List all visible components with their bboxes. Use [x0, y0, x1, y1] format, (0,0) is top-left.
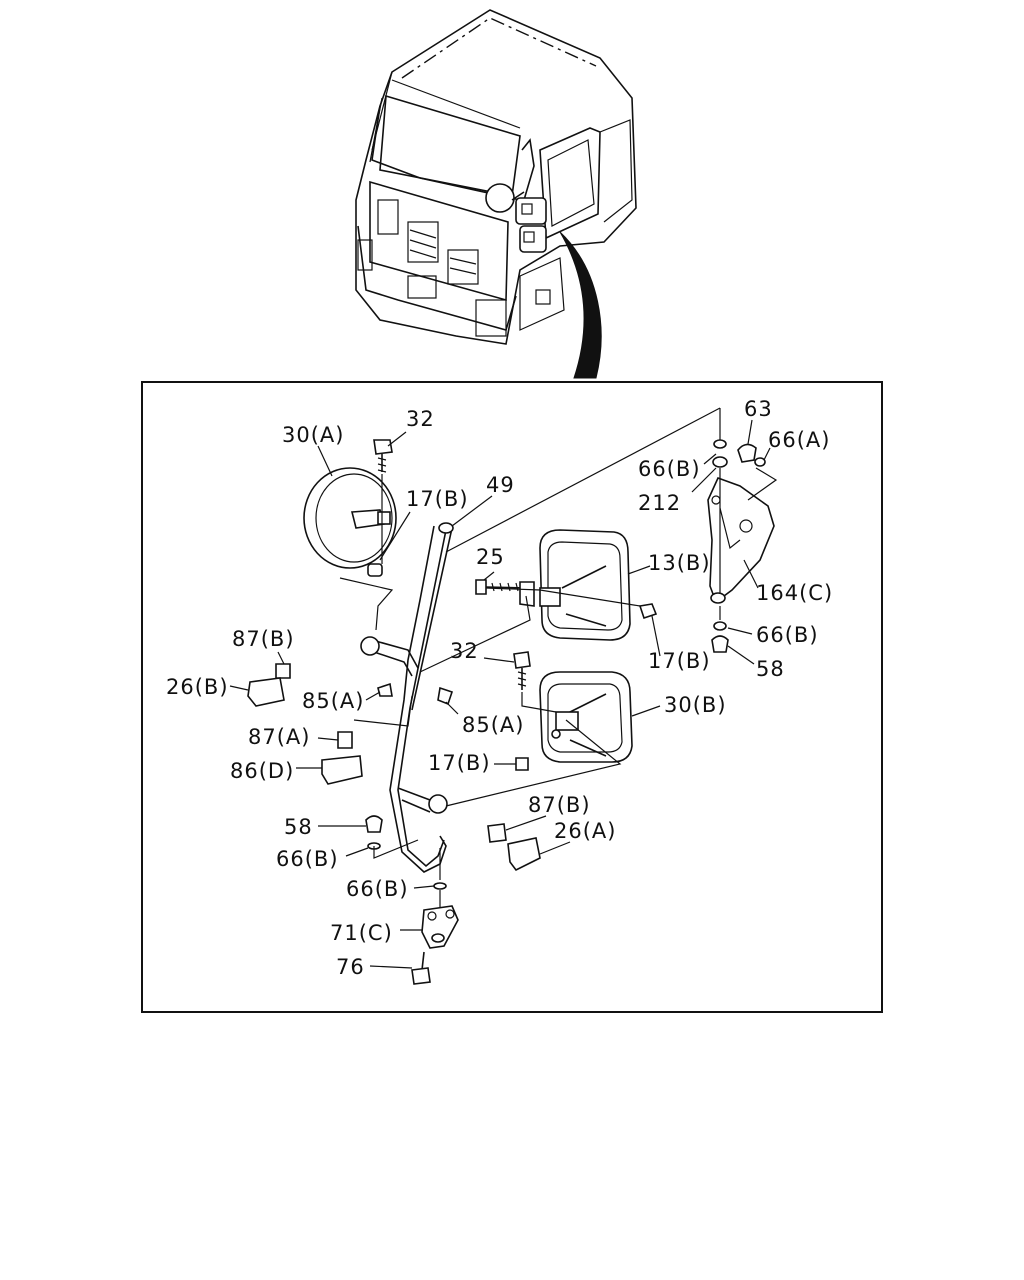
clip-87b-top [275, 663, 291, 679]
label-63: 63 [744, 397, 773, 421]
label-87b-lower: 87(B) [528, 793, 591, 817]
label-76: 76 [336, 955, 365, 979]
label-87b-top: 87(B) [232, 627, 295, 651]
cover-86d [321, 755, 363, 785]
label-66b-bottom: 66(B) [346, 877, 409, 901]
collar-212 [712, 456, 728, 468]
label-13b: 13(B) [648, 551, 711, 575]
label-164c: 164(C) [756, 581, 833, 605]
label-87a: 87(A) [248, 725, 310, 749]
clip-87a [337, 731, 353, 749]
label-66b-left: 66(B) [276, 847, 339, 871]
label-49: 49 [486, 473, 515, 497]
washer-66a [754, 457, 766, 467]
label-212: 212 [638, 491, 681, 515]
center-lines [339, 407, 778, 908]
label-17b-lower: 17(B) [428, 751, 491, 775]
bolt-25 [475, 579, 535, 607]
washer-66b-right [713, 621, 727, 631]
truck-cab-illustration [355, 9, 637, 379]
label-32-mid: 32 [450, 639, 479, 663]
bracket-164c [707, 476, 775, 604]
cap-85a-left [377, 682, 393, 697]
label-71c: 71(C) [330, 921, 393, 945]
cover-26a [507, 837, 541, 872]
nut-17b-top [367, 563, 383, 577]
label-85a-left: 85(A) [302, 689, 364, 713]
washer-66b-bottom [433, 882, 447, 890]
label-25: 25 [476, 545, 505, 569]
part-labels: 30(A) 32 17(B) 49 63 66(A) 66(B) 212 25 … [166, 397, 833, 979]
label-86d: 86(D) [230, 759, 294, 783]
label-30b: 30(B) [664, 693, 727, 717]
cover-26b [247, 677, 285, 707]
label-66b-top: 66(B) [638, 457, 701, 481]
nut-17b-mid [638, 603, 658, 620]
label-32-top: 32 [406, 407, 435, 431]
mirror-stay-49 [360, 522, 454, 873]
clip-87b-lower [487, 823, 507, 843]
bolt-32-mid [513, 651, 531, 690]
label-17b-top: 17(B) [406, 487, 469, 511]
leader-lines [229, 419, 771, 969]
cap-nut-58-left [365, 815, 383, 833]
detail-frame [141, 381, 883, 1013]
bolt-32-top [373, 439, 393, 473]
label-30a: 30(A) [282, 423, 344, 447]
label-66b-right: 66(B) [756, 623, 819, 647]
rect-mirror-30b [539, 671, 633, 763]
bracket-71c [421, 905, 459, 949]
label-85a-right: 85(A) [462, 713, 524, 737]
label-26a: 26(A) [554, 819, 616, 843]
bolt-76 [411, 951, 431, 985]
label-58-right: 58 [756, 657, 785, 681]
round-mirror-30a [303, 467, 397, 569]
rect-mirror-13b [539, 529, 631, 641]
nut-17b-lower [515, 757, 529, 771]
label-66a: 66(A) [768, 428, 830, 452]
cap-nut-58-right [711, 635, 729, 653]
label-17b-mid: 17(B) [648, 649, 711, 673]
cap-63 [737, 443, 757, 463]
label-26b: 26(B) [166, 675, 229, 699]
washer-66b-top [713, 439, 727, 449]
label-58-left: 58 [284, 815, 313, 839]
cap-85a-right [437, 686, 454, 706]
